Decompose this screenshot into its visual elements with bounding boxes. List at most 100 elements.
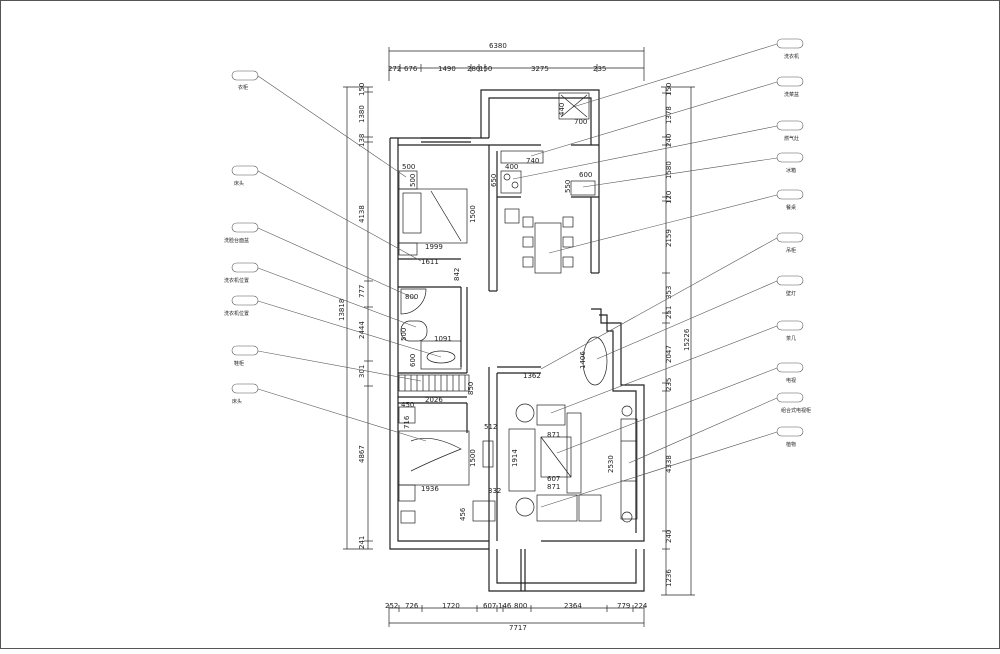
interior-dimension: 440 [558,103,566,116]
interior-dimension: 716 [403,415,411,429]
interior-dimension: 1914 [511,449,519,467]
right-segment: 2047 [665,345,673,363]
callout-tv [556,362,804,454]
right-dimension-chain [661,86,695,596]
top-segment: 1490 [438,65,456,73]
left-segment: 777 [358,285,366,298]
interior-dimension: 1406 [579,351,587,369]
shower [400,288,427,315]
interior-dimension: 500 [402,163,415,171]
bottom-segment: 1720 [442,602,460,610]
bed-upper [398,188,468,244]
left-segment: 4867 [358,445,366,463]
interior-dimension: 740 [526,157,539,165]
right-total-dimension: 15226 [683,328,691,351]
interior-dimension: 500 [409,174,417,187]
callout-washing-machine [572,38,804,108]
interior-dimension: 607 [547,475,560,483]
interior-dimension: 2530 [607,455,615,473]
callout-label-right: 组合式电视柜 [781,407,811,414]
callout-fridge [582,152,804,188]
interior-dimension: 1091 [434,335,452,343]
bottom-dimension-chain [388,605,645,627]
top-segment: 3275 [531,65,549,73]
left-segment: 301 [358,365,366,378]
callout-washer-1 [231,262,417,328]
bottom-segment: 252 [385,602,398,610]
interior-dimension: 1936 [421,485,439,493]
callout-label-right: 茶几 [786,335,796,342]
interior-dimension: 1999 [425,243,443,251]
right-segment: 240 [665,530,673,543]
bottom-segment: 146 [498,602,512,610]
callout-label-right: 餐桌 [786,204,796,211]
right-segment: 120 [665,191,673,204]
left-segment: 4138 [358,205,366,223]
callout-label-left: 洗衣机位置 [224,310,249,317]
right-segment: 251 [665,306,673,319]
top-segment: 676 [404,65,418,73]
callout-bed-head-2 [231,383,427,442]
callout-bed-head [231,165,422,262]
top-dimension-chain [388,47,645,81]
interior-dimension: 850 [467,382,475,395]
top-segment: 150 [479,65,492,73]
callout-label-left: 床头 [234,180,244,187]
bottom-segment: 607 [483,602,496,610]
interior-dimension: 871 [547,431,560,439]
interior-dimension: 400 [505,163,518,171]
left-segment: 241 [358,536,366,549]
interior-dimension: 332 [488,487,501,495]
interior-dimension: 450 [401,401,414,409]
callout-shoe-cabinet [231,345,422,382]
callout-label-left: 衣柜 [238,84,248,91]
furniture [398,92,638,524]
bottom-segment: 726 [405,602,419,610]
right-segment: 1236 [665,569,673,587]
interior-dimension: 700 [574,118,587,126]
right-segment: 353 [665,286,673,299]
interior-dimension: 456 [459,507,467,521]
callout-tv-cabinet [628,392,804,464]
right-segment: 1378 [665,106,673,124]
left-segment: 2444 [358,321,366,339]
callout-washer-2 [231,295,442,358]
bottom-total-dimension: 7717 [509,624,527,632]
interior-dimension: 550 [564,180,572,193]
callout-label-left: 床头 [232,398,242,405]
bottom-segment: 779 [617,602,630,610]
callout-label-left: 洗衣机位置 [224,277,249,284]
right-segment: 235 [665,378,673,391]
washing-machine [558,92,590,120]
callout-wall-cabinet [540,232,804,370]
callout-label-right: 洗菜盆 [784,91,799,98]
callout-wash-basin [231,222,417,300]
right-segment: 1580 [665,161,673,179]
interior-dimension: 650 [490,174,498,187]
callout-tea-table [550,320,804,414]
bottom-segment: 224 [634,602,648,610]
callout-label-right: 吊柜 [786,247,796,254]
interior-dimension: 842 [453,268,461,281]
right-callouts [512,38,804,508]
left-dimension-chain [343,86,373,550]
right-segment: 2159 [665,229,673,247]
callout-label-left: 洗脸台面盆 [224,237,249,244]
interior-dimension: 1611 [421,258,439,266]
callout-label-right: 燃气灶 [784,135,799,142]
left-total-dimension: 13818 [338,299,346,321]
callout-label-right: 洗衣机 [784,53,799,60]
interior-dimension: 600 [409,354,417,367]
left-callouts [231,70,442,442]
callout-wall-lamp [596,275,804,360]
interior-dimension: 1500 [469,205,477,223]
right-segment: 4338 [665,455,673,473]
callout-label-right: 电视 [786,377,796,384]
callout-wardrobe [231,70,407,178]
callout-label-right: 植物 [786,441,796,448]
interior-dimension: 871 [547,483,560,491]
top-segment: 272 [388,65,401,73]
exterior-walls [389,89,645,592]
